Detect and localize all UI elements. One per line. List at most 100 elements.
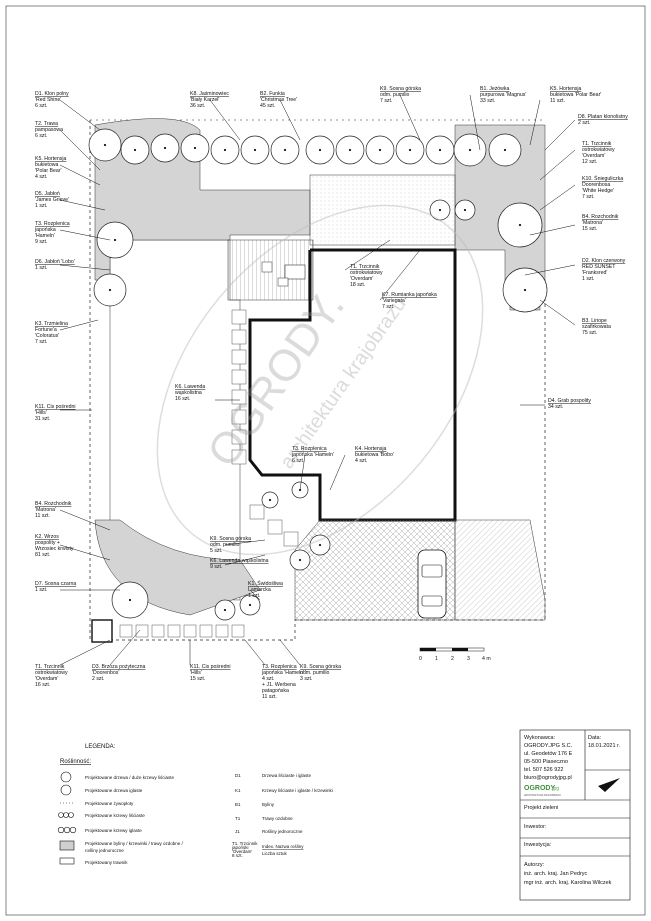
svg-text:J1: J1 [235,829,240,834]
tree-9-center [378,148,382,152]
label-k5l-line-0: K5. Hortensja [35,156,67,162]
svg-text:Rośliny jednoroczne: Rośliny jednoroczne [262,829,303,834]
gate-box [91,619,113,643]
label-b2-line-0: B2. Funkia [260,91,285,97]
label-k6c-line-1: 9 szt. [210,564,222,570]
car-icon [417,549,447,619]
tree-11-center [438,148,442,152]
label-k1-line-0: K1. Świdośliwa [248,579,283,587]
tree-8-center [348,148,352,152]
plot-boundary [89,119,546,641]
label-k5r-line-1: bukietowa 'Polar Bear' [550,92,601,98]
svg-text:rośliny jednoroczne: rośliny jednoroczne [85,848,124,853]
svg-text:Roślinność:: Roślinność: [60,759,91,765]
label-d1-line-1: 'Red Shine' [35,97,61,103]
label-k11b-line-2: 15 szt. [190,676,205,682]
svg-text:4 m: 4 m [482,656,491,662]
label-k9b-line-0: K9. Sosna górska [300,664,341,670]
label-k10-line-2: 'White Hedge' [582,188,614,194]
label-t2-line-2: 6 szt. [35,133,47,139]
label-t1c-line-3: 18 szt. [350,282,365,288]
svg-text:1: 1 [435,656,438,662]
label-k4-line-2: 4 szt. [355,458,367,464]
svg-text:Index. Nazwa rośliny: Index. Nazwa rośliny [262,844,304,849]
svg-text:Inwestor:: Inwestor: [524,824,547,830]
label-k5r-line-2: 11 szt. [550,98,565,104]
svg-text:Inwestycja:: Inwestycja: [524,842,552,848]
trees [88,128,548,621]
label-t3b-line-0: T3. Rozplenica [262,664,297,670]
label-t2-line-0: T2. Trawa [35,121,58,127]
svg-text:D1: D1 [235,773,241,778]
label-d2-line-1: RED SUNSET [582,264,616,270]
svg-text:Krzewy liściaste i iglaste / k: Krzewy liściaste i iglaste / krzewinki [262,788,333,793]
label-b4l-line-2: 11 szt. [35,513,50,519]
label-k4-line-0: K4. Hortensja [355,446,387,452]
label-k1-line-2: 1 szt. [248,593,260,599]
svg-text:Projektowane krzewy liściaste: Projektowane krzewy liściaste [85,813,145,818]
label-k5r-line-0: K5. Hortensja [550,86,582,92]
label-d5-line-0: D5. Jabłoń [35,191,60,197]
label-t3b-line-2: 4 szt. [262,676,274,682]
label-d8-line-0: D8. Platan klonolistny [578,114,628,120]
svg-text:mgr inż. arch. kraj. Karolina: mgr inż. arch. kraj. Karolina Wilczek [524,880,612,886]
tree-25-center [223,608,227,612]
label-d6-line-0: D6. Jabłoń 'Lobo' [35,259,75,265]
label-k6c-line-0: K6. Lawenda wąskolistna [210,558,269,564]
label-k3-line-3: 7 szt. [35,339,47,345]
tree-23-center [318,543,322,547]
label-d6-line-1: 1 szt. [35,265,47,271]
tree-6-center [283,148,287,152]
svg-text:Projektowany trawnik: Projektowany trawnik [85,860,128,865]
svg-text:T1. Trzcinnik: T1. Trzcinnik [232,841,258,846]
label-k9c-line-2: 5 szt. [210,548,222,554]
label-k7-line-0: K7. Rumianka japońska [382,292,437,298]
label-t1l-line-0: T1. Trzcinnik [35,664,65,670]
svg-text:3: 3 [467,656,470,662]
svg-text:Projekt zieleni: Projekt zieleni [524,805,558,811]
label-t1l-line-3: 16 szt. [35,682,50,688]
label-b3-line-2: 75 szt. [582,330,597,336]
svg-text:Trawy ozdobne: Trawy ozdobne [262,816,293,821]
label-d3-line-2: 2 szt. [92,676,104,682]
label-k11b-line-0: K11. Cis pośredni [190,664,231,670]
svg-text:Byliny: Byliny [262,802,275,807]
label-k9b-line-2: 3 szt. [300,676,312,682]
label-d4-line-1: 34 szt. [548,404,563,410]
tree-2-center [163,146,167,150]
tree-14-center [113,238,117,242]
label-b3-line-0: B3. Liriope [582,318,607,324]
label-b1-line-2: 33 szt. [480,98,495,104]
tree-13-center [503,148,507,152]
svg-text:Projektowane drzewa / duże krz: Projektowane drzewa / duże krzewy liścia… [85,775,175,780]
svg-text:ul. Geodetów 176 E: ul. Geodetów 176 E [524,751,573,757]
label-d8-line-1: 2 szt. [578,120,590,126]
label-t1r-line-0: T1. Trzcinnik [582,141,612,147]
label-t1l-line-2: 'Overdam' [35,676,58,682]
svg-text:tel. 507 526 922: tel. 507 526 922 [524,767,563,773]
label-t1c-line-0: T1. Trzcinnik [350,264,380,270]
plant-labels: D1. Klon polny'Red Shine'6 szt.T2. Trawa… [34,86,628,700]
company-logo: OGRODY .jpg ARCHITEKTURA KRAJOBRAZU [524,785,561,797]
label-t1l-line-1: ostrokwiatowy [35,670,68,676]
label-k9t-line-0: K9. Sosna górska [380,86,421,92]
tree-3-center [193,146,197,150]
tree-7-center [318,148,322,152]
label-t1r-line-3: 12 szt. [582,159,597,165]
label-t3l-line-0: T3. Rozplenica [35,221,70,227]
tree-12-center [468,148,472,152]
label-k1-line-1: Lamarcka [248,587,271,593]
svg-text:biuro@ogrodyjpg.pl: biuro@ogrodyjpg.pl [524,775,572,781]
house-outline [248,248,457,522]
svg-text:B1: B1 [235,802,241,807]
stepping-stones [119,309,299,638]
label-k2-line-1: pospolity + [35,540,60,546]
label-k8-line-2: 36 szt. [190,103,205,109]
tree-16-center [518,223,522,227]
label-k11b-line-1: 'Hills' [190,670,202,676]
label-k5l-line-2: 'Polar Bear' [35,168,62,174]
label-k9t-line-1: odm. pumilio [380,92,410,98]
label-t3l-line-1: japońska [34,227,56,233]
title-block [519,729,631,901]
label-b3-line-1: szafirkowata [582,324,611,330]
